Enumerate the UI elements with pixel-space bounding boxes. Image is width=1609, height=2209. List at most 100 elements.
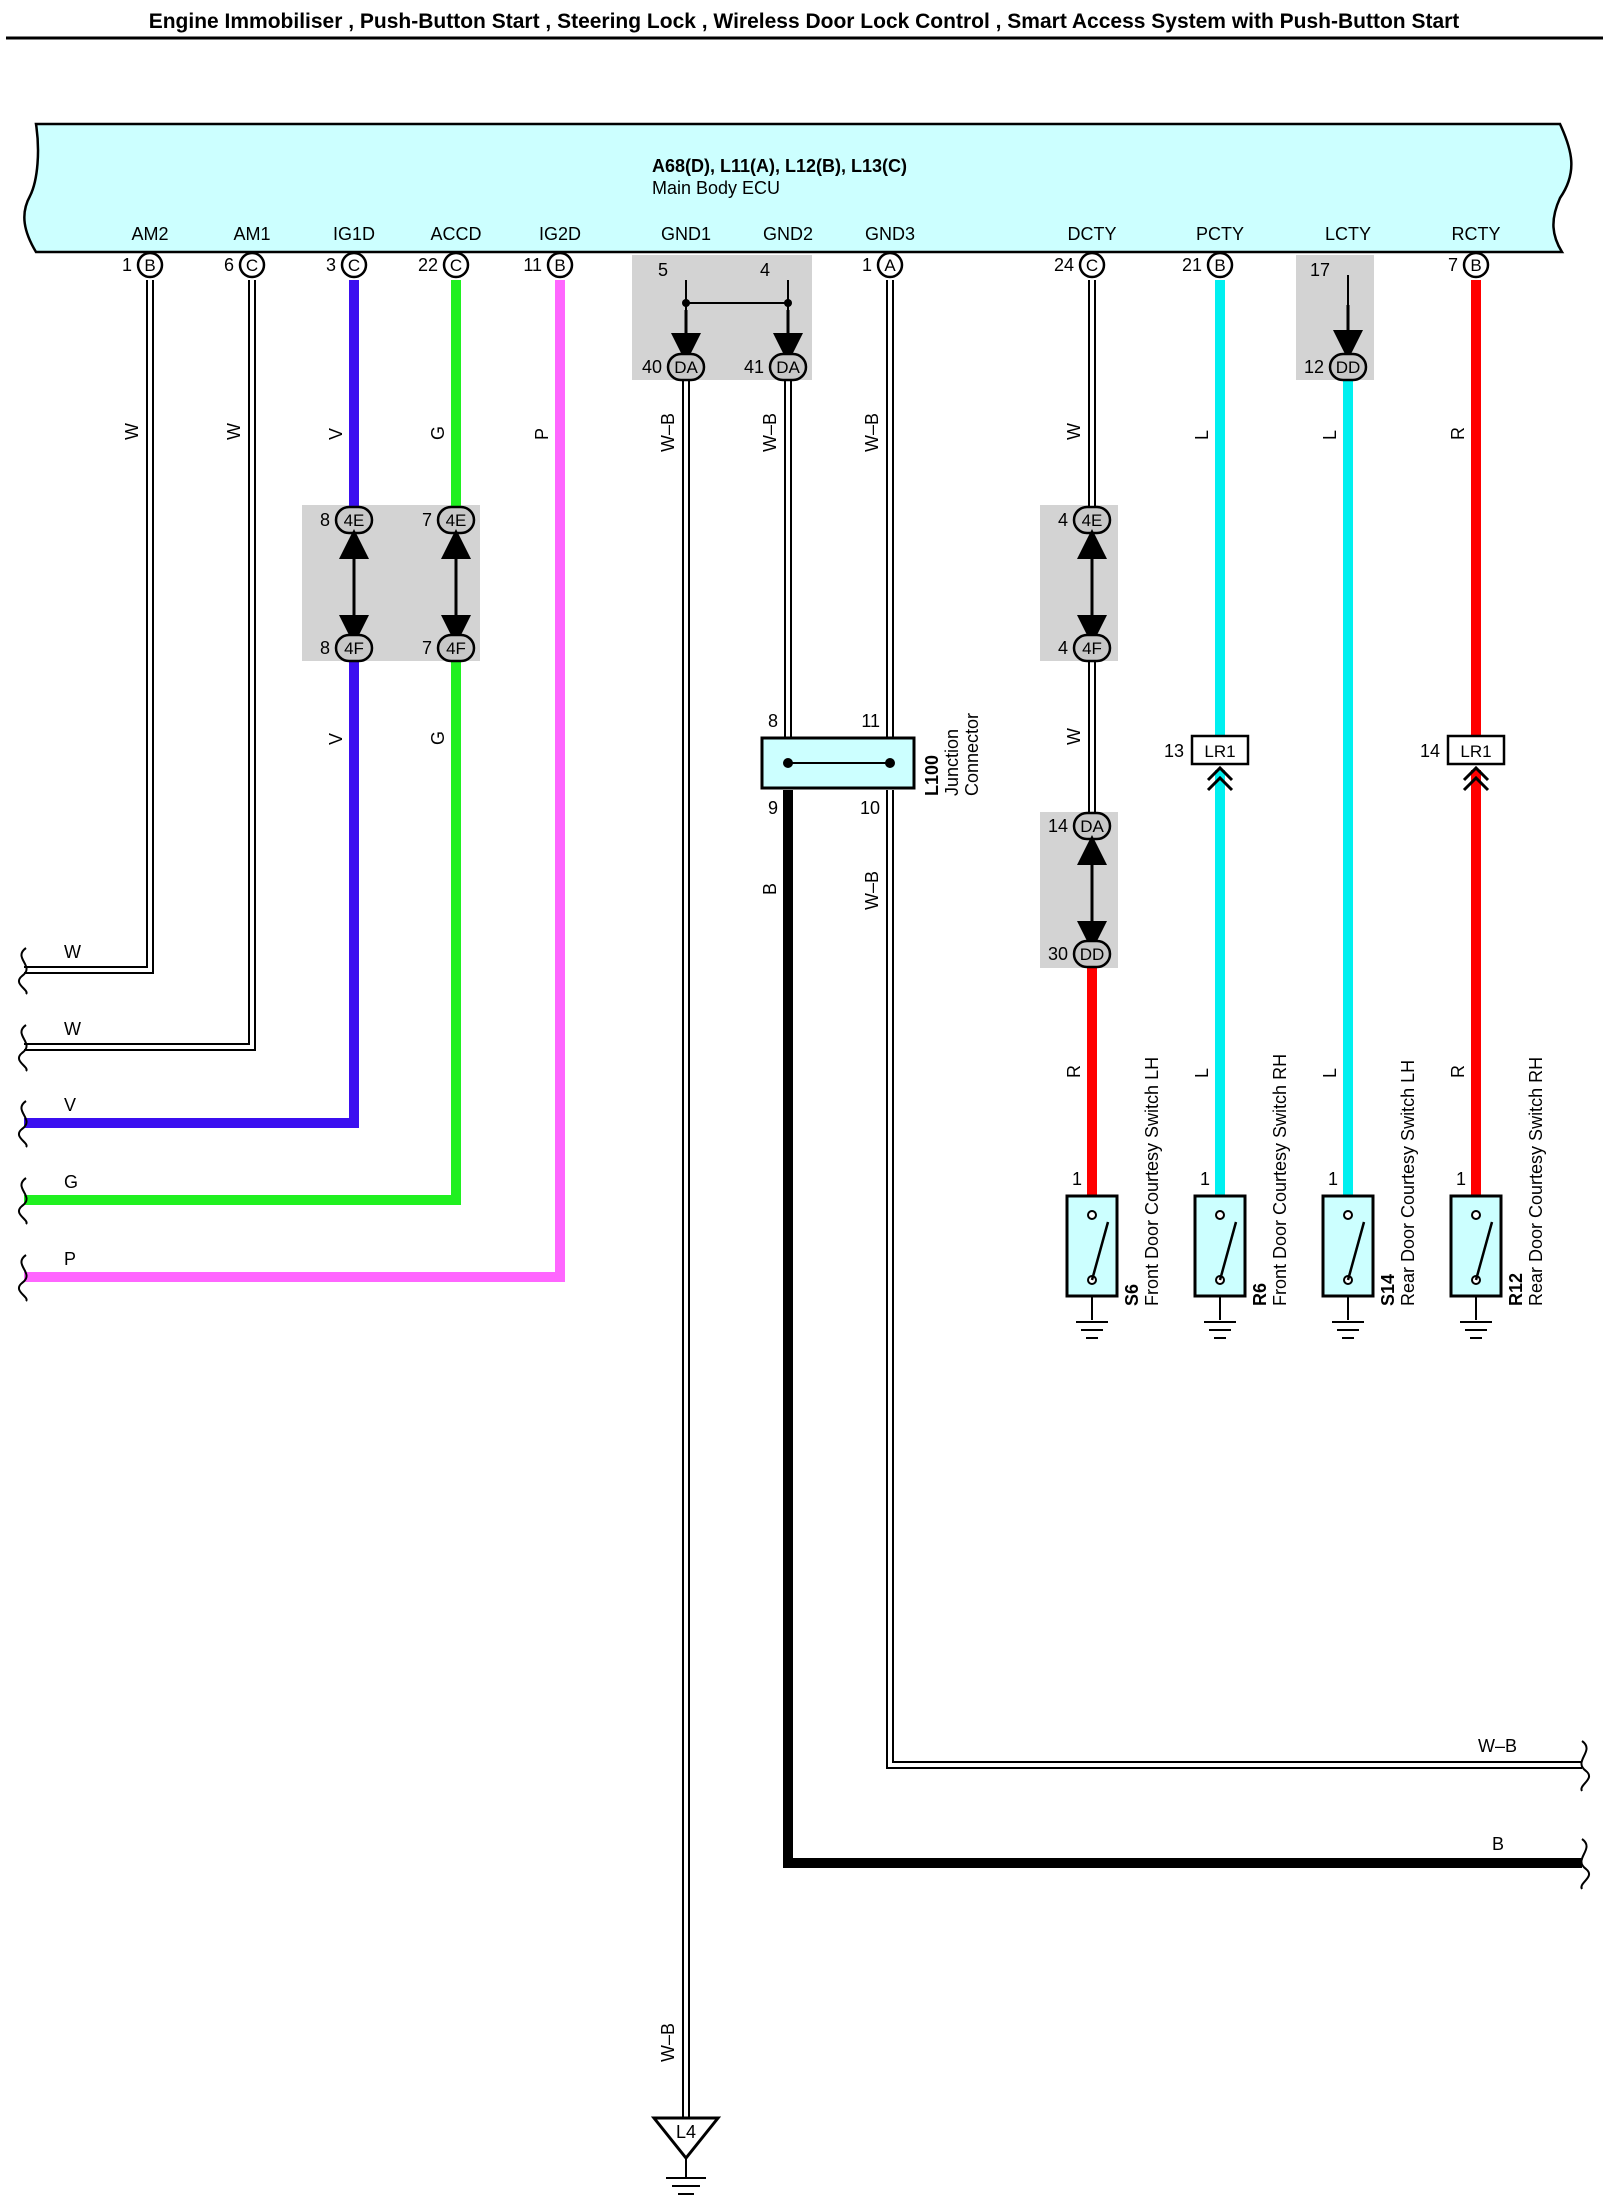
main-body-ecu-box bbox=[23, 122, 1573, 254]
ecu-name: Main Body ECU bbox=[652, 178, 780, 198]
switch-contact bbox=[1343, 1210, 1353, 1220]
ecu-pin-conn: C bbox=[450, 256, 462, 275]
ecu-pin-label-rcty: RCTY bbox=[1452, 224, 1501, 244]
connector-shades bbox=[302, 255, 1374, 968]
connector-dd_lcty bbox=[1328, 352, 1368, 382]
ecu-pin-label-dcty: DCTY bbox=[1068, 224, 1117, 244]
wire-am1-outline bbox=[24, 280, 256, 1051]
ecu-pin-number: 1 bbox=[122, 255, 132, 275]
wire-accd-bottom bbox=[24, 662, 461, 1205]
switch-name: Front Door Courtesy Switch LH bbox=[1142, 1057, 1162, 1306]
wire-color-ig1d_bot: V bbox=[326, 733, 346, 745]
switch-code: R6 bbox=[1250, 1283, 1270, 1306]
ecu-pin-label-gnd2: GND2 bbox=[763, 224, 813, 244]
connector-code: LR1 bbox=[1204, 742, 1235, 761]
ecu-pin-circle bbox=[1462, 251, 1490, 279]
ecu-pin-number: 22 bbox=[418, 255, 438, 275]
connector-code: DA bbox=[1080, 817, 1104, 836]
switch-lever bbox=[1218, 1221, 1238, 1281]
exit-labels: W W V G P W–B B bbox=[64, 942, 1517, 1854]
switch-name: Rear Door Courtesy Switch RH bbox=[1526, 1057, 1546, 1306]
connector-code: DD bbox=[1336, 358, 1361, 377]
connector-pin: 8 bbox=[320, 510, 330, 530]
connector-pin: 14 bbox=[1420, 741, 1440, 761]
wire-break-right bbox=[1580, 1740, 1591, 1792]
connector-lr1_rcty bbox=[1446, 734, 1506, 766]
exit-label-accd: G bbox=[64, 1172, 78, 1192]
wire-color-dcty_mid: W bbox=[1064, 728, 1084, 745]
connector-code: 4F bbox=[344, 639, 364, 658]
connector-code: DD bbox=[1080, 945, 1105, 964]
switch-contact bbox=[1471, 1210, 1481, 1220]
switch-code: R12 bbox=[1506, 1273, 1526, 1306]
wire-color-gnd3: W–B bbox=[862, 413, 882, 452]
wire-color-am1: W bbox=[224, 423, 244, 440]
ecu-codes: A68(D), L11(A), L12(B), L13(C) bbox=[652, 156, 907, 176]
wire-color-rcty_bot: R bbox=[1448, 1065, 1468, 1078]
switch-lever bbox=[1346, 1221, 1366, 1281]
wire-color-pcty_top: L bbox=[1192, 430, 1212, 440]
connector-pin: 14 bbox=[1048, 816, 1068, 836]
ecu-pin-circle bbox=[238, 251, 266, 279]
wire-color-rcty_top: R bbox=[1448, 427, 1468, 440]
wire-am2-outline bbox=[24, 280, 154, 974]
ecu-pin-number: 7 bbox=[1448, 255, 1458, 275]
ecu-pin-circle bbox=[442, 251, 470, 279]
wire-color-ig2d: P bbox=[532, 428, 552, 440]
connector-pin: 4 bbox=[1058, 638, 1068, 658]
wire-color-gnd1: W–B bbox=[658, 413, 678, 452]
ground-l4: L4 bbox=[650, 2116, 722, 2195]
wire-break-left bbox=[17, 1177, 28, 1225]
ecu-pin-number: 4 bbox=[760, 260, 770, 280]
connector-code: DA bbox=[674, 358, 698, 377]
exit-label-wb: W–B bbox=[1478, 1736, 1517, 1756]
wire-break-left bbox=[17, 1024, 28, 1072]
wire-am2 bbox=[24, 280, 152, 972]
wire-color-gnd2: W–B bbox=[760, 413, 780, 452]
wire-color-dcty_top: W bbox=[1064, 423, 1084, 440]
switch-lever bbox=[1090, 1221, 1110, 1281]
ecu-pin-number: 1 bbox=[862, 255, 872, 275]
connector-pin: 30 bbox=[1048, 944, 1068, 964]
exit-label-am2: W bbox=[64, 942, 81, 962]
connector-c4f_accd bbox=[436, 633, 476, 663]
connector-code: DA bbox=[776, 358, 800, 377]
jc-pin-10: 10 bbox=[860, 798, 880, 818]
ecu-pin-circle bbox=[1078, 251, 1106, 279]
wire-color-accd_top: G bbox=[428, 426, 448, 440]
exit-label-am1: W bbox=[64, 1019, 81, 1039]
wire-ig2d bbox=[24, 280, 565, 1282]
connector-pin: 4 bbox=[1058, 510, 1068, 530]
ecu-pins: AM2B1AM1C6IG1DC3ACCDC22IG2DB11GND15GND24… bbox=[122, 224, 1501, 280]
ecu-pin-conn: B bbox=[144, 256, 155, 275]
connector-pin: 41 bbox=[744, 357, 764, 377]
connector-code: 4F bbox=[1082, 639, 1102, 658]
ecu-pin-number: 11 bbox=[523, 255, 542, 275]
wire-color-jc_out: B bbox=[760, 883, 780, 895]
wire-jc-b bbox=[783, 790, 1582, 1868]
wire-break-left bbox=[17, 1100, 28, 1148]
jc-pin-8: 8 bbox=[768, 711, 778, 731]
connector-code: 4E bbox=[344, 511, 365, 530]
switch-pin: 1 bbox=[1328, 1169, 1338, 1189]
wire-break-right bbox=[1580, 1838, 1591, 1890]
exit-label-ig1d: V bbox=[64, 1095, 76, 1115]
connector-da_gnd2 bbox=[768, 352, 808, 382]
switch-contact bbox=[1215, 1210, 1225, 1220]
ecu-pin-conn: A bbox=[884, 256, 896, 275]
ecu-pin-label-am2: AM2 bbox=[131, 224, 168, 244]
ecu-pin-conn: B bbox=[1214, 256, 1225, 275]
ecu-pin-number: 6 bbox=[224, 255, 234, 275]
break-marks bbox=[17, 947, 1591, 1890]
ecu-pin-conn: B bbox=[1470, 256, 1481, 275]
ecu-pin-circle bbox=[340, 251, 368, 279]
connector-code: LR1 bbox=[1460, 742, 1491, 761]
ecu-pin-label-ig1d: IG1D bbox=[333, 224, 375, 244]
jc-pin-9: 9 bbox=[768, 798, 778, 818]
wire-color-lcty_top: L bbox=[1320, 430, 1340, 440]
switch-pin: 1 bbox=[1200, 1169, 1210, 1189]
